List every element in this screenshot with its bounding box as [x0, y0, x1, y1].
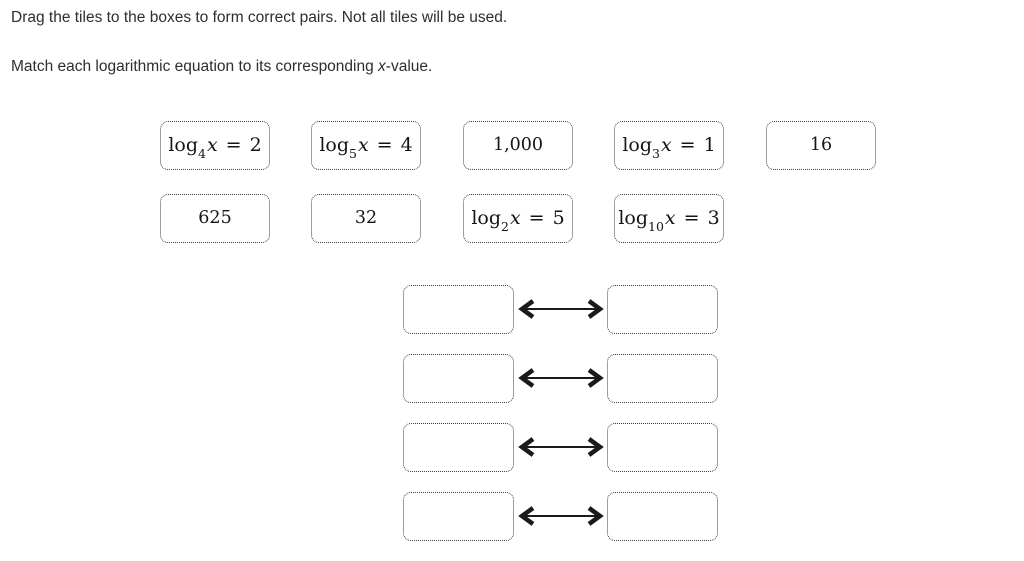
pair-slot-equation-3[interactable] — [403, 423, 514, 472]
tile-log2x-equals-5[interactable]: log2x=5 — [463, 194, 573, 243]
tile-value-16: 16 — [809, 134, 833, 155]
instruction-line-2-pre: Match each logarithmic equation to its c… — [11, 58, 379, 75]
pair-slot-equation-2[interactable] — [403, 354, 514, 403]
tile-log3x-equals-1[interactable]: log3x=1 — [614, 121, 724, 170]
tile-value-32: 32 — [354, 207, 378, 228]
double-arrow-icon — [518, 437, 604, 457]
double-arrow-icon — [518, 368, 604, 388]
pair-slot-value-4[interactable] — [607, 492, 718, 541]
tile-16[interactable]: 16 — [766, 121, 876, 170]
pair-slot-value-2[interactable] — [607, 354, 718, 403]
double-arrow-icon — [518, 506, 604, 526]
tile-log10x-equals-3[interactable]: log10x=3 — [614, 194, 724, 243]
equation-log3: log3x=1 — [622, 134, 716, 161]
tile-value-1000: 1,000 — [492, 134, 544, 155]
tile-value-625: 625 — [198, 207, 232, 228]
instruction-line-2-variable: x — [378, 58, 386, 75]
tile-log4x-equals-2[interactable]: log4x=2 — [160, 121, 270, 170]
double-arrow-icon — [518, 299, 604, 319]
tile-log5x-equals-4[interactable]: log5x=4 — [311, 121, 421, 170]
pair-slot-equation-4[interactable] — [403, 492, 514, 541]
instruction-line-2-post: -value. — [385, 58, 433, 75]
tile-1000[interactable]: 1,000 — [463, 121, 573, 170]
tile-625[interactable]: 625 — [160, 194, 270, 243]
pair-slot-value-3[interactable] — [607, 423, 718, 472]
pair-slot-value-1[interactable] — [607, 285, 718, 334]
instruction-line-2: Match each logarithmic equation to its c… — [11, 58, 432, 76]
equation-log10: log10x=3 — [618, 207, 720, 234]
equation-log2: log2x=5 — [471, 207, 565, 234]
instruction-line-1: Drag the tiles to the boxes to form corr… — [11, 9, 508, 26]
equation-log4: log4x=2 — [168, 134, 262, 161]
pair-slot-equation-1[interactable] — [403, 285, 514, 334]
equation-log5: log5x=4 — [319, 134, 413, 161]
tile-32[interactable]: 32 — [311, 194, 421, 243]
